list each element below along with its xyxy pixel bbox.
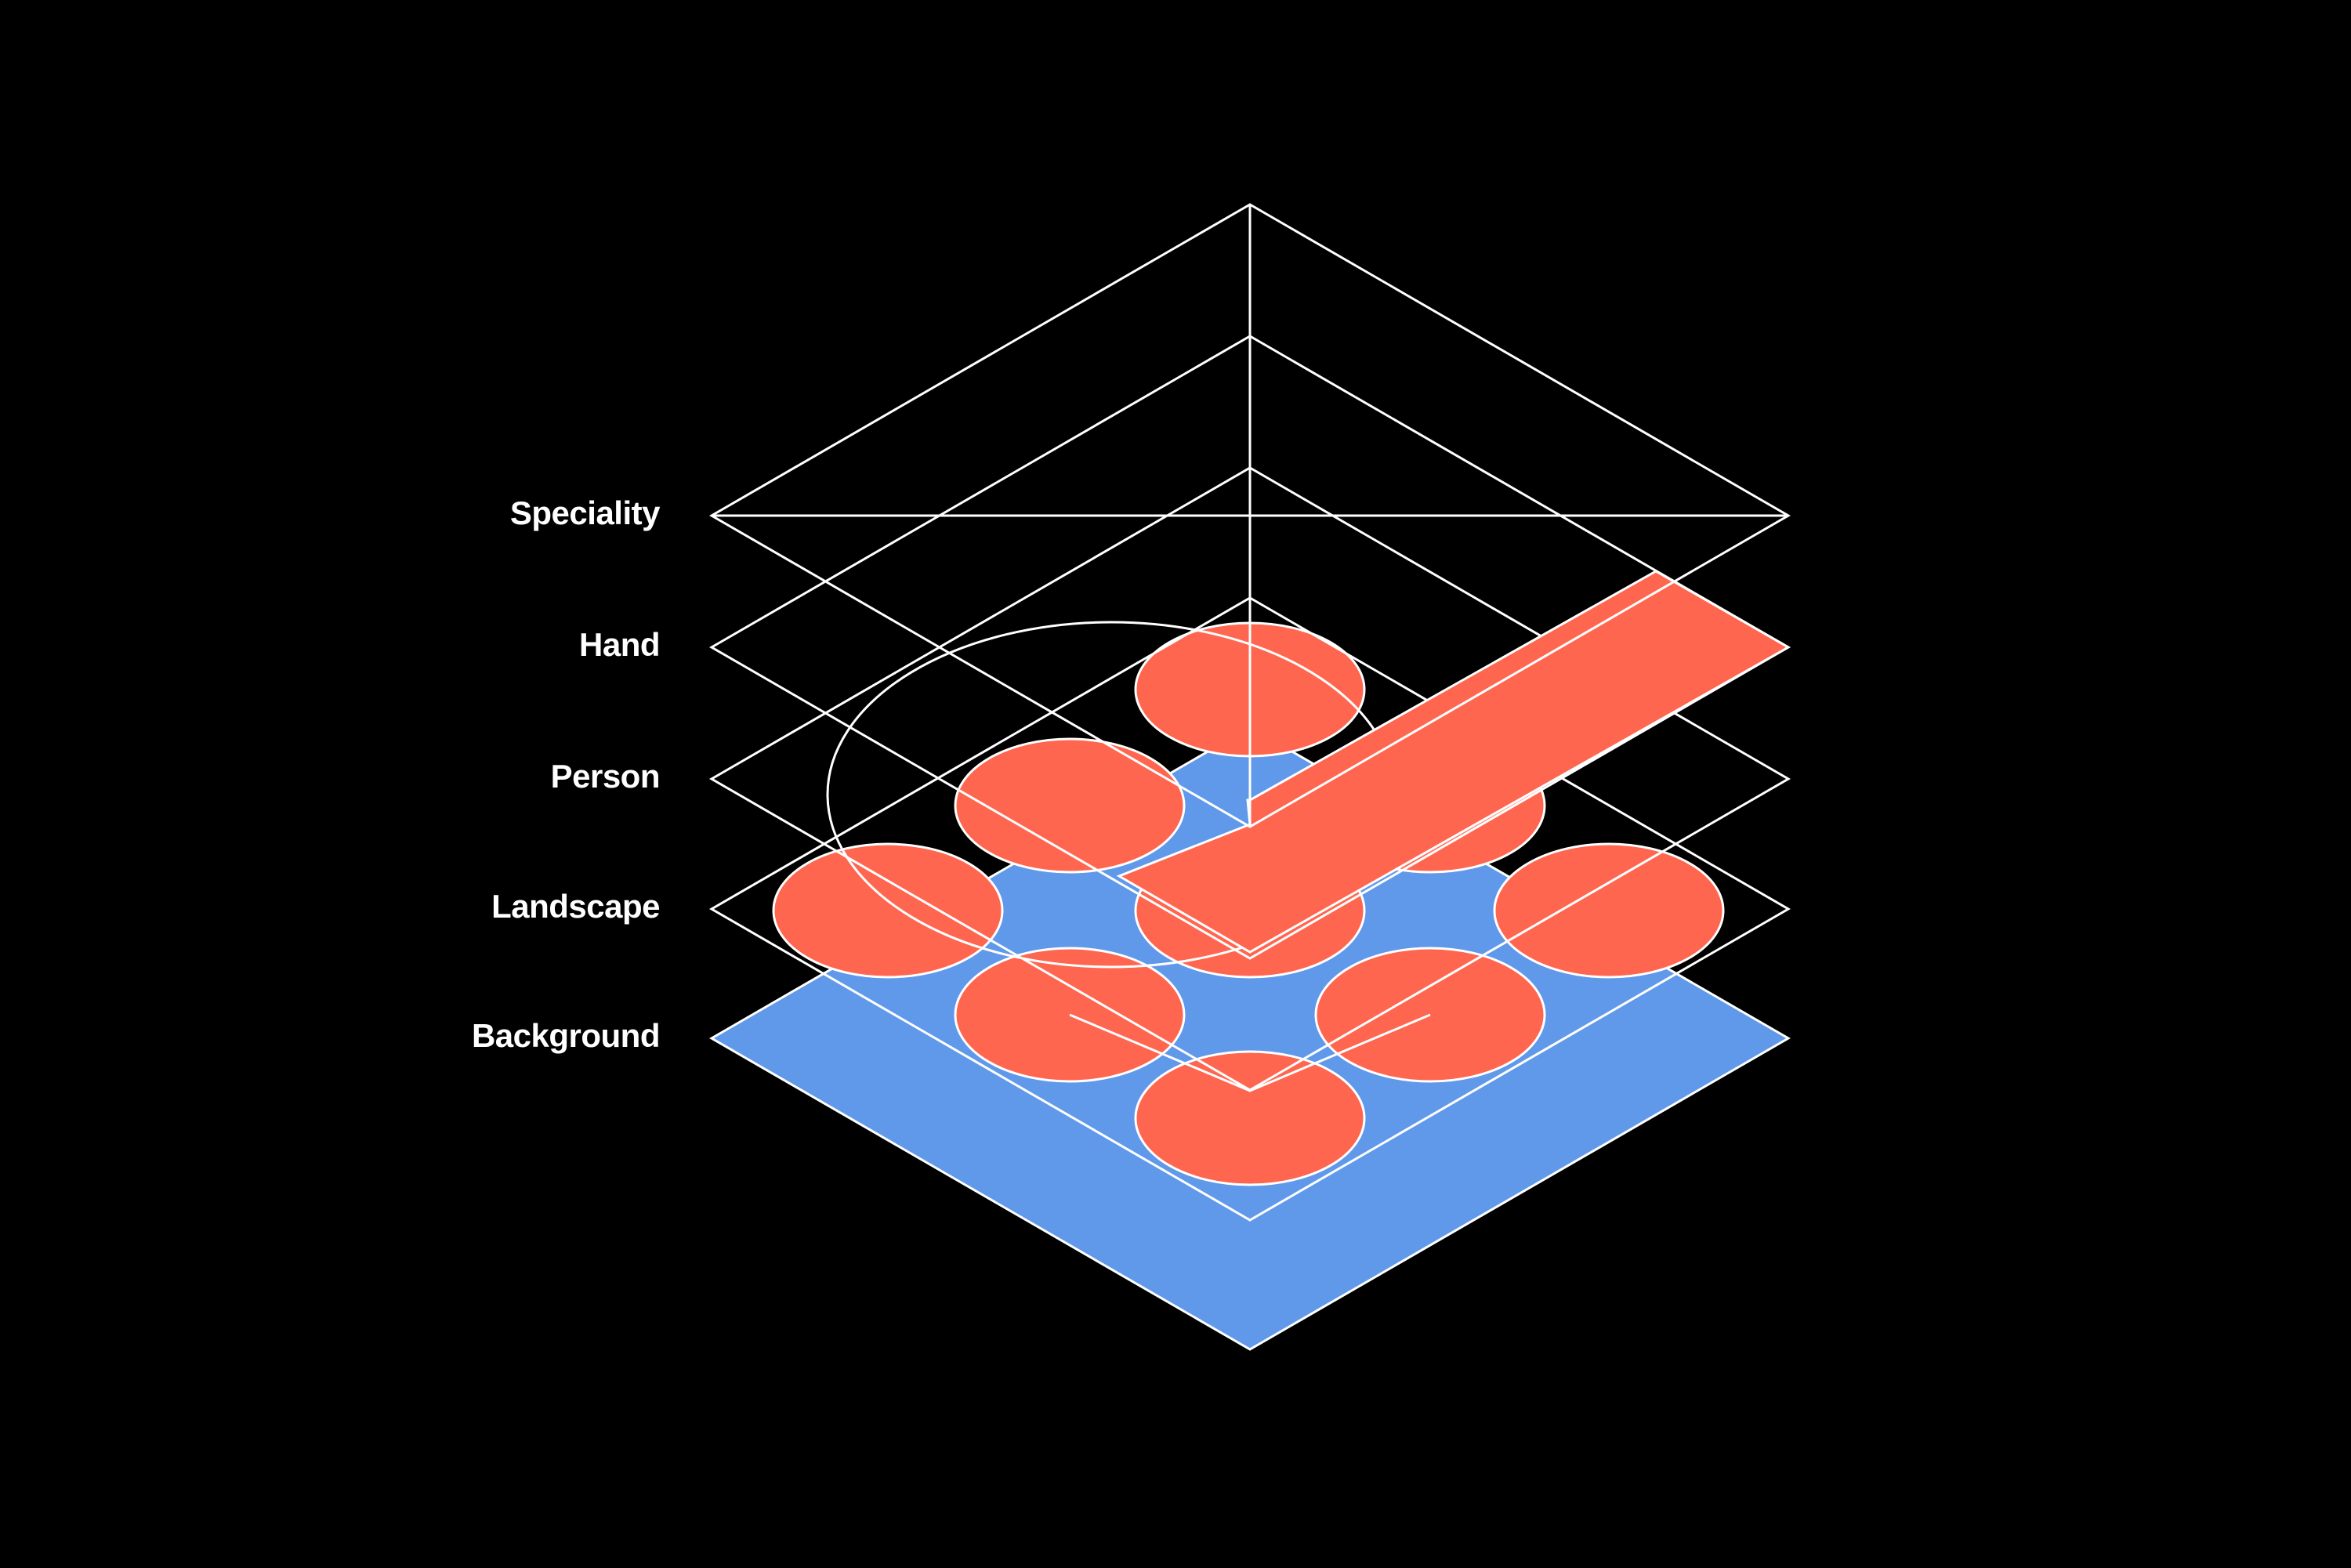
- person-plane: [709, 466, 1791, 1092]
- layer-label-background: Background: [472, 1017, 660, 1054]
- landscape-ellipse: [1493, 842, 1725, 979]
- layer-label-speciality: Speciality: [510, 494, 661, 531]
- layer-label-person: Person: [551, 758, 660, 795]
- layer-label-hand: Hand: [579, 626, 660, 663]
- landscape-plane: [709, 596, 1791, 1222]
- hand-plane: [709, 335, 1791, 960]
- layer-label-landscape: Landscape: [491, 888, 660, 925]
- landscape-ellipse: [1134, 1050, 1366, 1186]
- landscape-ellipse: [954, 737, 1186, 874]
- landscape-ellipse: [772, 842, 1004, 979]
